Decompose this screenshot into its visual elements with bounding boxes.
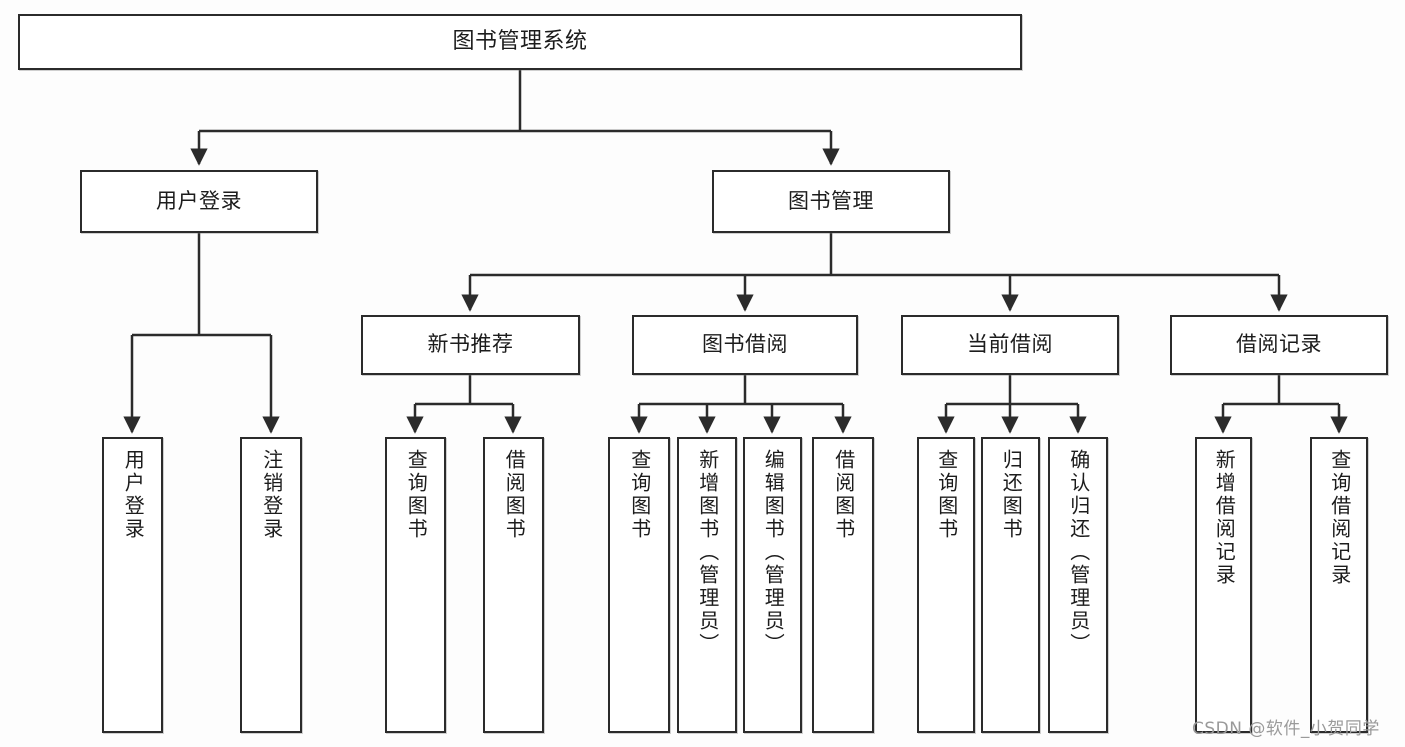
node-new-book-recommendation[interactable]: 新书推荐 (361, 315, 580, 375)
node-label: 查询借阅记录 (1327, 449, 1352, 587)
leaf-query-book-new-rec[interactable]: 查询图书 (385, 437, 446, 733)
leaf-logout[interactable]: 注销登录 (240, 437, 302, 733)
node-label: 查询图书 (627, 449, 652, 541)
leaf-return-book[interactable]: 归还图书 (981, 437, 1040, 733)
node-label: 新书推荐 (427, 332, 514, 357)
node-label: 确认归还（管理员） (1066, 449, 1091, 656)
leaf-user-login[interactable]: 用户登录 (102, 437, 163, 733)
node-label: 借阅图书 (502, 449, 527, 541)
node-label: 用户登录 (121, 449, 146, 541)
node-label: 编辑图书（管理员） (761, 449, 786, 656)
node-root-book-management-system[interactable]: 图书管理系统 (18, 14, 1022, 70)
leaf-query-book-borrow[interactable]: 查询图书 (608, 437, 670, 733)
leaf-confirm-return-admin[interactable]: 确认归还（管理员） (1048, 437, 1108, 733)
leaf-query-book-current[interactable]: 查询图书 (917, 437, 975, 733)
leaf-query-borrow-record[interactable]: 查询借阅记录 (1310, 437, 1368, 733)
leaf-edit-book-admin[interactable]: 编辑图书（管理员） (743, 437, 802, 733)
node-label: 借阅记录 (1236, 332, 1322, 357)
node-label: 借阅图书 (831, 449, 856, 541)
leaf-borrow-book-borrow[interactable]: 借阅图书 (812, 437, 874, 733)
node-label: 图书借阅 (702, 332, 788, 357)
node-label: 新增图书（管理员） (695, 449, 720, 656)
node-label: 新增借阅记录 (1212, 449, 1237, 587)
leaf-borrow-book-new-rec[interactable]: 借阅图书 (483, 437, 544, 733)
node-book-borrowing[interactable]: 图书借阅 (632, 315, 858, 375)
csdn-watermark: CSDN @软件_小贺同学 (1192, 719, 1380, 739)
leaf-add-book-admin[interactable]: 新增图书（管理员） (677, 437, 737, 733)
node-label: 图书管理系统 (452, 28, 588, 54)
node-label: 归还图书 (999, 449, 1024, 541)
node-user-login[interactable]: 用户登录 (80, 170, 318, 233)
node-label: 注销登录 (259, 449, 284, 541)
node-label: 当前借阅 (967, 332, 1053, 357)
node-borrowing-record[interactable]: 借阅记录 (1170, 315, 1388, 375)
leaf-add-borrow-record[interactable]: 新增借阅记录 (1195, 437, 1252, 733)
node-label: 查询图书 (934, 449, 959, 541)
node-label: 图书管理 (788, 188, 874, 213)
node-label: 用户登录 (156, 188, 242, 213)
node-book-management[interactable]: 图书管理 (712, 170, 950, 233)
node-label: 查询图书 (404, 449, 429, 541)
node-current-borrowing[interactable]: 当前借阅 (901, 315, 1119, 375)
